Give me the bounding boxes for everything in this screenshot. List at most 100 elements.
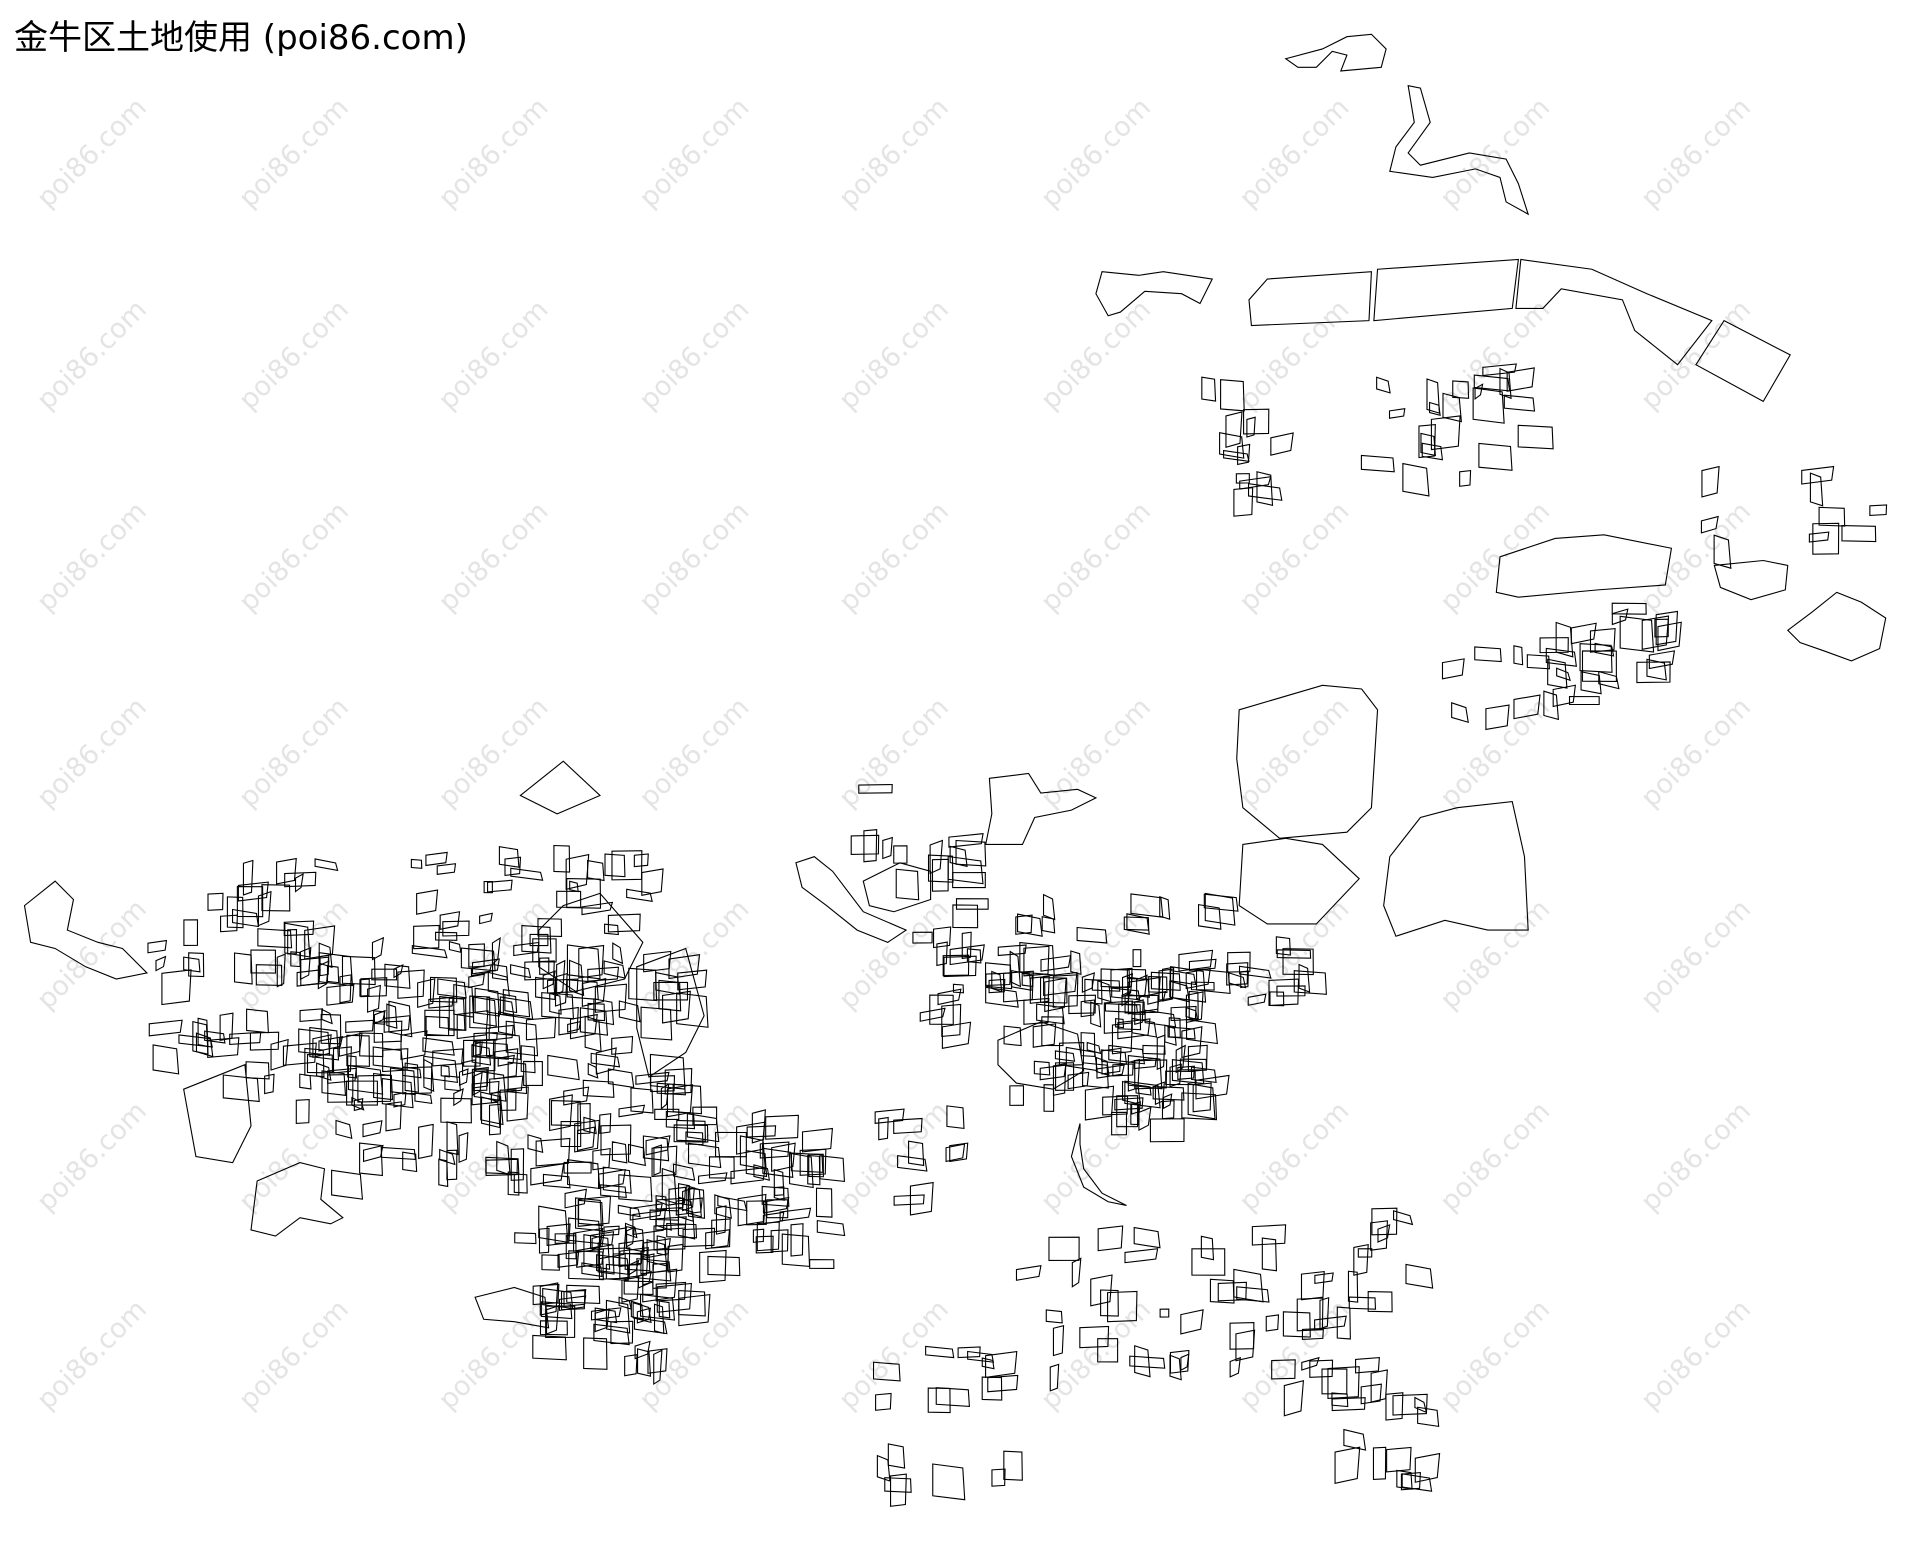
land-parcel xyxy=(362,1120,383,1138)
land-parcel xyxy=(605,1299,631,1334)
land-parcel xyxy=(402,1151,418,1173)
land-parcel xyxy=(276,857,297,885)
land-parcel xyxy=(678,1290,706,1317)
land-parcel xyxy=(1331,1392,1349,1408)
land-parcel xyxy=(809,1259,835,1270)
land-parcel xyxy=(1167,1026,1196,1040)
land-parcel xyxy=(359,978,370,997)
land-parcel xyxy=(192,1020,209,1055)
land-parcel xyxy=(878,1116,889,1141)
land-parcel xyxy=(423,1058,435,1092)
land-parcel xyxy=(183,919,199,946)
land-parcel xyxy=(589,1231,615,1250)
land-parcel xyxy=(678,1294,711,1327)
land-parcel xyxy=(1400,1472,1421,1491)
land-parcel xyxy=(927,1387,951,1414)
land-parcel xyxy=(576,1126,596,1152)
land-parcel xyxy=(1009,950,1022,988)
land-parcel xyxy=(393,1091,407,1108)
land-parcel xyxy=(326,983,355,1006)
land-parcel xyxy=(594,983,628,1013)
land-parcel xyxy=(532,938,557,963)
land-parcel xyxy=(429,976,458,1003)
land-parcel xyxy=(1251,1224,1287,1246)
land-parcel xyxy=(1276,985,1306,997)
land-parcel xyxy=(789,1152,814,1189)
land-parcel xyxy=(1700,515,1719,534)
watermark-text: poi86.com xyxy=(31,894,153,1016)
land-parcel xyxy=(530,1163,565,1186)
land-parcel xyxy=(229,1031,262,1046)
land-parcel xyxy=(470,964,493,977)
watermark-text: poi86.com xyxy=(833,294,955,416)
land-parcel xyxy=(575,1197,603,1232)
land-parcel xyxy=(630,1300,644,1321)
land-parcel xyxy=(567,1020,582,1033)
land-parcel xyxy=(299,1008,324,1022)
land-parcel xyxy=(705,1229,731,1250)
watermark-text: poi86.com xyxy=(31,92,153,214)
watermark-text: poi86.com xyxy=(233,1294,355,1416)
land-parcel xyxy=(1045,1309,1063,1324)
land-parcel xyxy=(1090,1001,1102,1028)
land-parcel xyxy=(1154,1081,1165,1106)
land-parcel xyxy=(961,931,972,960)
land-parcel xyxy=(981,1357,995,1370)
land-parcel xyxy=(771,1142,796,1172)
watermark-text: poi86.com xyxy=(1635,496,1757,618)
land-parcel xyxy=(598,1247,631,1280)
land-parcel xyxy=(676,992,709,1028)
watermark-text: poi86.com xyxy=(1635,92,1757,214)
land-parcel xyxy=(590,1052,621,1068)
land-parcel xyxy=(801,1127,834,1153)
land-parcel xyxy=(762,1147,794,1178)
land-parcel xyxy=(147,939,168,954)
land-parcel xyxy=(557,1251,580,1268)
land-parcel xyxy=(1126,913,1150,935)
land-parcel xyxy=(282,1042,317,1066)
land-parcel xyxy=(949,1142,969,1163)
land-parcel xyxy=(367,984,381,1013)
land-parcel xyxy=(1499,367,1512,400)
land-parcel xyxy=(1452,380,1470,399)
land-parcel xyxy=(593,1323,630,1346)
land-parcel xyxy=(220,914,238,933)
land-parcel xyxy=(790,1223,804,1257)
land-parcel xyxy=(876,1454,891,1482)
land-parcel xyxy=(563,1161,592,1174)
land-parcel xyxy=(1282,948,1314,976)
land-parcel xyxy=(331,1169,364,1200)
land-parcel xyxy=(547,978,579,994)
land-parcel xyxy=(1097,980,1112,1003)
land-parcel xyxy=(602,1166,632,1194)
land-parcel xyxy=(632,1302,652,1324)
land-parcel xyxy=(946,1105,965,1130)
land-parcel xyxy=(603,1225,620,1236)
land-parcel xyxy=(1611,608,1629,626)
land-parcel xyxy=(1042,893,1056,921)
watermark-text: poi86.com xyxy=(1233,1096,1355,1218)
land-parcel xyxy=(520,1045,536,1074)
land-parcel xyxy=(1247,993,1267,1006)
land-parcel xyxy=(1080,999,1096,1018)
land-parcel xyxy=(1270,432,1294,456)
land-parcel xyxy=(612,942,624,965)
land-parcel xyxy=(1334,1446,1361,1485)
land-parcel xyxy=(1100,1289,1119,1317)
parcel-large-park-south xyxy=(1238,837,1360,925)
land-parcel xyxy=(521,924,552,954)
land-parcel xyxy=(148,1019,183,1037)
watermark-text: poi86.com xyxy=(233,496,355,618)
land-parcel xyxy=(383,1015,411,1033)
land-parcel xyxy=(304,1047,325,1078)
land-parcel xyxy=(1165,1070,1196,1086)
land-parcel xyxy=(1204,892,1236,926)
land-parcel xyxy=(1636,661,1671,684)
land-parcel xyxy=(496,1140,511,1176)
land-parcel xyxy=(319,954,330,977)
land-parcel xyxy=(686,1184,702,1218)
land-parcel xyxy=(321,1008,333,1025)
land-parcel xyxy=(985,1350,1018,1379)
land-parcel xyxy=(1220,379,1245,412)
